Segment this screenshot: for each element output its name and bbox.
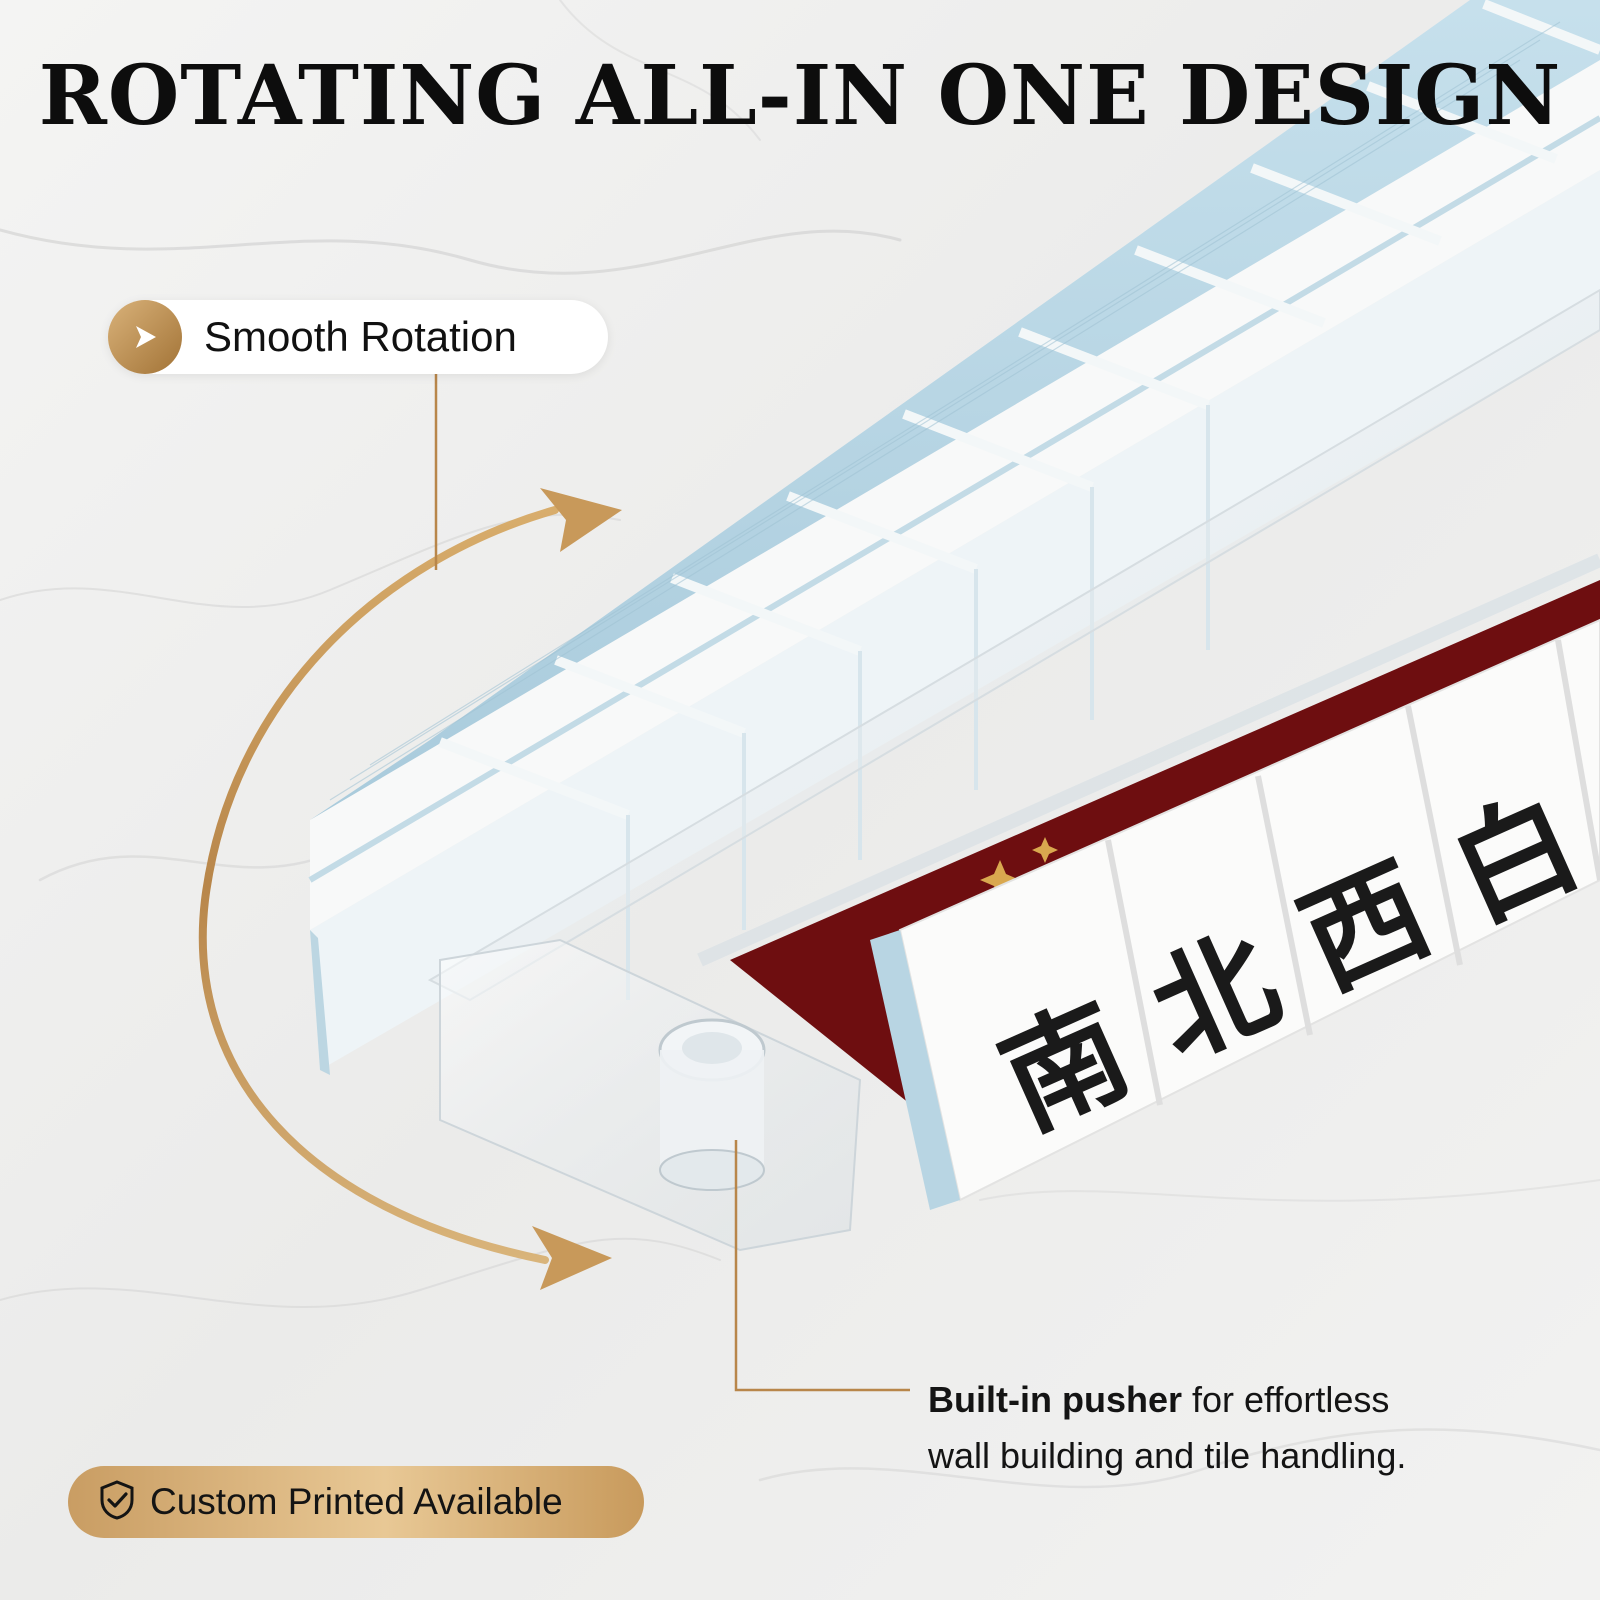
custom-printed-pill: Custom Printed Available [68, 1466, 644, 1538]
pusher-callout: Built-in pusher for effortless wall buil… [928, 1372, 1568, 1484]
check-shield-icon [98, 1480, 136, 1524]
smooth-rotation-label: Smooth Rotation [204, 313, 517, 360]
white-tile-row [870, 618, 1600, 1210]
pusher-leader-line [734, 1140, 910, 1392]
rotation-arc [198, 488, 622, 1290]
marble-veins [0, 0, 1600, 1489]
blue-tile-rack [308, 0, 1600, 1075]
arc-arrow-bottom-icon [532, 1226, 612, 1290]
pusher-bold-text: Built-in pusher [928, 1379, 1182, 1420]
play-arrow-icon [108, 300, 182, 374]
acrylic-frame [427, 288, 1600, 1252]
headline: ROTATING ALL-IN ONE DESIGN [38, 48, 1562, 144]
arc-arrow-top-icon [540, 488, 622, 552]
pusher-line1-text: for effortless [1182, 1379, 1390, 1420]
custom-printed-label: Custom Printed Available [150, 1481, 563, 1522]
smooth-rotation-pill: Smooth Rotation [108, 300, 608, 374]
pusher-line2-text: wall building and tile handling. [928, 1435, 1407, 1476]
pusher-knob [658, 1018, 766, 1191]
